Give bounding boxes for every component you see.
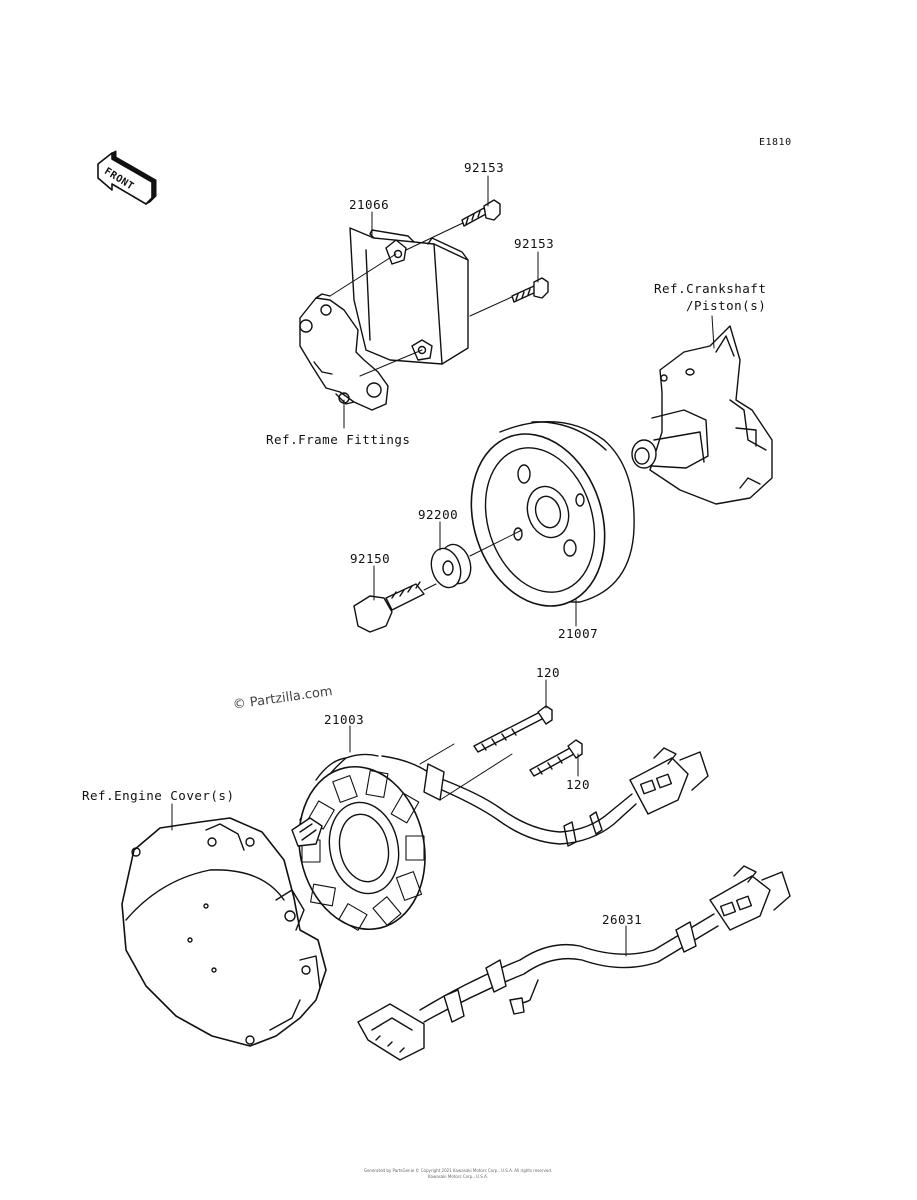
stator-wire [382,744,708,846]
label-92153-lower: 92153 [514,236,555,251]
harness-part [358,866,790,1060]
label-26031: 26031 [602,912,643,927]
label-21066: 21066 [349,197,390,212]
label-92150: 92150 [350,551,391,566]
label-21007: 21007 [558,626,599,641]
diagram-code: E1810 [759,137,792,148]
label-92153-upper: 92153 [464,160,505,175]
label-ref-crankshaft: Ref.Crankshaft [654,281,767,296]
label-21003: 21003 [324,712,365,727]
leader-lines [172,176,714,956]
flywheel-part [450,417,634,624]
engine-cover-part [122,818,326,1046]
label-92200: 92200 [418,507,459,522]
bolt-92153-lower [512,278,548,302]
label-ref-frame-fittings: Ref.Frame Fittings [266,432,411,447]
bracket-part [300,294,388,410]
bolt-92153-upper [462,200,500,226]
regulator-part [350,228,468,364]
label-120-b: 120 [566,777,591,792]
bolt-92150 [354,582,436,632]
stator-part [284,754,439,941]
front-arrow-icon [98,151,156,204]
washer-part [427,530,522,591]
screw-120-b [530,740,582,776]
label-ref-piston: /Piston(s) [686,298,767,313]
footer-line-2: Kawasaki Motors Corp., U.S.A. [427,1174,489,1179]
screw-120-a [474,706,552,752]
label-120-a: 120 [536,665,561,680]
crankshaft-part [632,326,772,504]
label-ref-engine-cover: Ref.Engine Cover(s) [82,788,235,803]
footer-line-1: Generated by PartsGenie © Copyright 2021… [363,1168,553,1173]
